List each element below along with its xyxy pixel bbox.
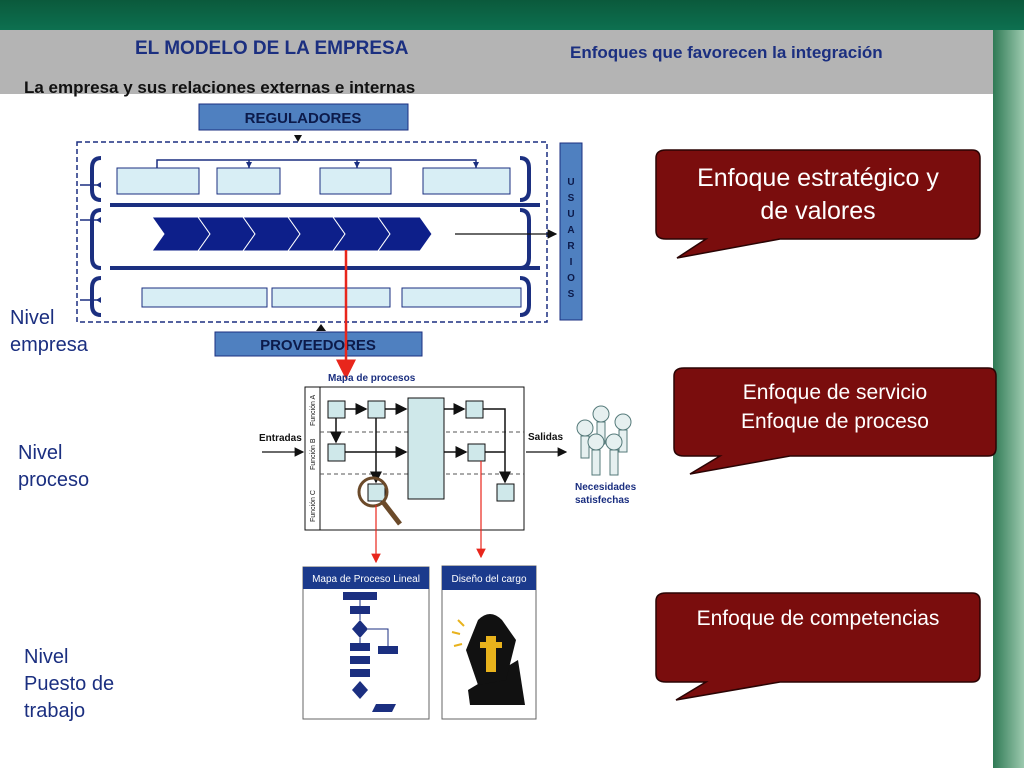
svg-text:Función B: Función B xyxy=(310,438,317,470)
enterprise-dashed-frame xyxy=(76,141,548,323)
svg-text:S: S xyxy=(568,289,575,300)
slide-title: EL MODELO DE LA EMPRESA xyxy=(135,38,409,59)
needs-label-1: Necesidades xyxy=(575,482,637,493)
entradas-label: Entradas xyxy=(259,433,302,444)
usuarios-letters: U S U A R I O S xyxy=(567,177,575,300)
right-strip xyxy=(993,30,1024,768)
satisfied-people-icon xyxy=(576,405,632,476)
svg-text:U: U xyxy=(567,177,574,188)
job-design-card: Diseño del cargo xyxy=(441,565,537,720)
process-map-title: Mapa de procesos xyxy=(328,373,416,384)
needs-label-2: satisfechas xyxy=(575,495,630,506)
bubble-estrategico xyxy=(655,149,981,259)
reguladores-label: REGULADORES xyxy=(245,110,362,127)
reguladores-box xyxy=(198,103,409,131)
linear-process-card: Mapa de Proceso Lineal xyxy=(302,566,430,720)
bubble-servicio xyxy=(673,367,997,475)
proveedores-box xyxy=(214,331,423,357)
enterprise-model: REGULADORES xyxy=(76,103,583,380)
top-bar xyxy=(0,0,1024,30)
salidas-label: Salidas xyxy=(528,432,563,443)
header-bar xyxy=(0,30,993,94)
usuarios-box xyxy=(559,142,583,321)
svg-text:Función A: Función A xyxy=(310,395,317,426)
svg-text:O: O xyxy=(567,273,575,284)
svg-text:U: U xyxy=(567,209,574,220)
svg-text:R: R xyxy=(567,241,575,252)
svg-text:A: A xyxy=(567,225,574,236)
job-card-title: Diseño del cargo xyxy=(451,574,526,585)
magnifier-icon xyxy=(357,476,389,508)
linear-card-title: Mapa de Proceso Lineal xyxy=(312,574,420,585)
bubble-competencias-text: Enfoque de competencias xyxy=(696,607,940,630)
value-chain-chevrons xyxy=(151,216,433,252)
slide-subtitle: La empresa y sus relaciones externas e i… xyxy=(24,78,416,97)
worker-figure-icon xyxy=(451,614,525,705)
proveedores-label: PROVEEDORES xyxy=(260,337,376,354)
svg-text:I: I xyxy=(570,257,573,268)
svg-text:S: S xyxy=(568,193,575,204)
process-map: Mapa de procesos Función A Función B Fun… xyxy=(259,373,637,564)
bubble-competencias xyxy=(655,592,981,701)
svg-text:Función C: Función C xyxy=(310,490,317,522)
slide-right-title: Enfoques que favorecen la integración xyxy=(570,43,883,62)
